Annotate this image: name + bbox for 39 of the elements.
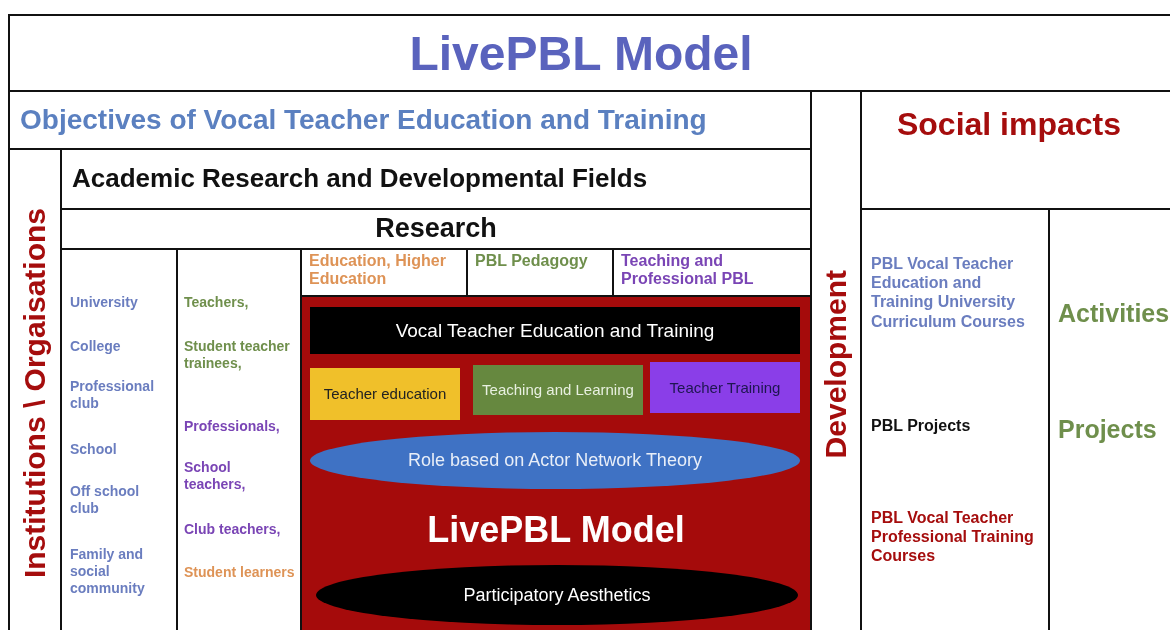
list-item: Teachers, <box>184 294 250 311</box>
label-text: Participatory Aesthetics <box>463 584 651 606</box>
category-box <box>310 368 460 420</box>
list-item: Family and social community <box>70 546 146 597</box>
label-text: Teaching and Learning <box>482 381 634 399</box>
list-item: Student teacher trainees, <box>184 338 291 372</box>
list-item: PBL Vocal Teacher Professional Training Courses <box>871 508 1035 566</box>
label-text: PBL Pedagogy <box>475 252 588 271</box>
label-text: Academic Research and Developmental Fields <box>72 164 648 194</box>
title-bar <box>310 307 800 354</box>
list-item: Activities <box>1058 298 1170 328</box>
list-item: Off school club <box>70 483 141 517</box>
list-item: Student learners <box>184 564 296 581</box>
label-text: Vocal Teacher Education and Training <box>395 319 715 342</box>
list-item: College <box>70 338 122 355</box>
vertical-heading: Development <box>819 269 853 459</box>
label-text: Research <box>375 213 497 245</box>
label-text: Teacher Training <box>669 378 781 397</box>
list-item: University <box>70 294 139 311</box>
category-box <box>473 365 643 415</box>
list-item: PBL Projects <box>871 416 972 436</box>
label-text: Teaching and Professional PBL <box>621 252 755 289</box>
list-item: Professional club <box>70 378 156 412</box>
label-text: Teacher education <box>323 385 447 403</box>
label-text: LivePBL Model <box>427 509 685 551</box>
list-item: School <box>70 441 118 458</box>
category-box <box>650 362 800 413</box>
label-text: Role based on Actor Network Theory <box>408 450 702 471</box>
label-text: Objectives of Vocal Teacher Education and Training <box>20 103 707 137</box>
title: LivePBL Model <box>409 25 753 81</box>
list-item: Professionals, <box>184 418 281 435</box>
list-item: Projects <box>1058 414 1158 444</box>
label-text: Social impacts <box>896 106 1122 143</box>
list-item: Club teachers, <box>184 521 282 538</box>
model-panel <box>300 295 812 630</box>
list-item: PBL Vocal Teacher Education and Training University Curriculum Courses <box>871 254 1026 331</box>
list-item: School teachers, <box>184 459 247 493</box>
label-text: Education, Higher Education <box>309 252 447 289</box>
vertical-heading: Institutions \ Orgaisations <box>18 207 52 578</box>
